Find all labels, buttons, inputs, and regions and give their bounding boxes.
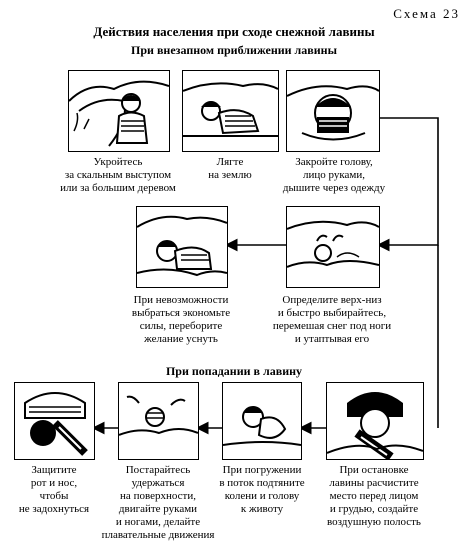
panel-swim bbox=[118, 382, 199, 460]
schema-label: Схема 23 bbox=[393, 6, 460, 21]
section-heading-approach: При внезапном приближении лавины bbox=[131, 43, 337, 57]
person-buried-in-snow-icon bbox=[137, 215, 227, 277]
panel-shelter bbox=[68, 70, 170, 152]
person-clearing-air-space-icon bbox=[327, 392, 423, 459]
caption-shelter: Укройтесь за скальным выступом или за бо… bbox=[60, 156, 176, 194]
caption-buried: При невозможности выбраться экономьте си… bbox=[131, 294, 231, 345]
caption-swim: Постарайтесь удержаться на поверхности, … bbox=[101, 464, 215, 541]
person-swimming-in-snow-icon bbox=[119, 395, 198, 436]
panel-air-space bbox=[326, 382, 424, 460]
person-sheltering-by-rock-icon bbox=[69, 80, 169, 147]
caption-curl-up: При погружении в поток подтяните колени … bbox=[219, 464, 305, 515]
section-heading-caught: При попадании в лавину bbox=[165, 364, 303, 378]
panel-buried bbox=[136, 206, 228, 288]
person-covering-mouth-icon bbox=[24, 392, 88, 456]
panel-lie-down bbox=[182, 70, 279, 152]
person-lying-on-ground-icon bbox=[183, 82, 278, 137]
panel-protect-mouth bbox=[14, 382, 95, 460]
panel-cover-face bbox=[286, 70, 380, 152]
panel-curl-up bbox=[222, 382, 302, 460]
caption-protect-mouth: Защитите рот и нос, чтобы не задохнуться bbox=[18, 464, 90, 515]
diagram-title: Действия населения при сходе снежной лав… bbox=[93, 24, 375, 39]
person-curled-up-icon bbox=[223, 406, 301, 446]
caption-cover-face: Закройте голову, лицо руками, дышите чер… bbox=[282, 156, 386, 194]
caption-dig-out: Определите верх-низ и быстро выбирайтесь… bbox=[272, 294, 392, 345]
person-digging-out-icon bbox=[287, 220, 379, 268]
panel-dig-out bbox=[286, 206, 380, 288]
caption-air-space: При остановке лавины расчистите место пе… bbox=[327, 464, 421, 528]
caption-lie-down: Лягте на землю bbox=[208, 156, 252, 181]
person-covering-face-icon bbox=[287, 85, 379, 141]
